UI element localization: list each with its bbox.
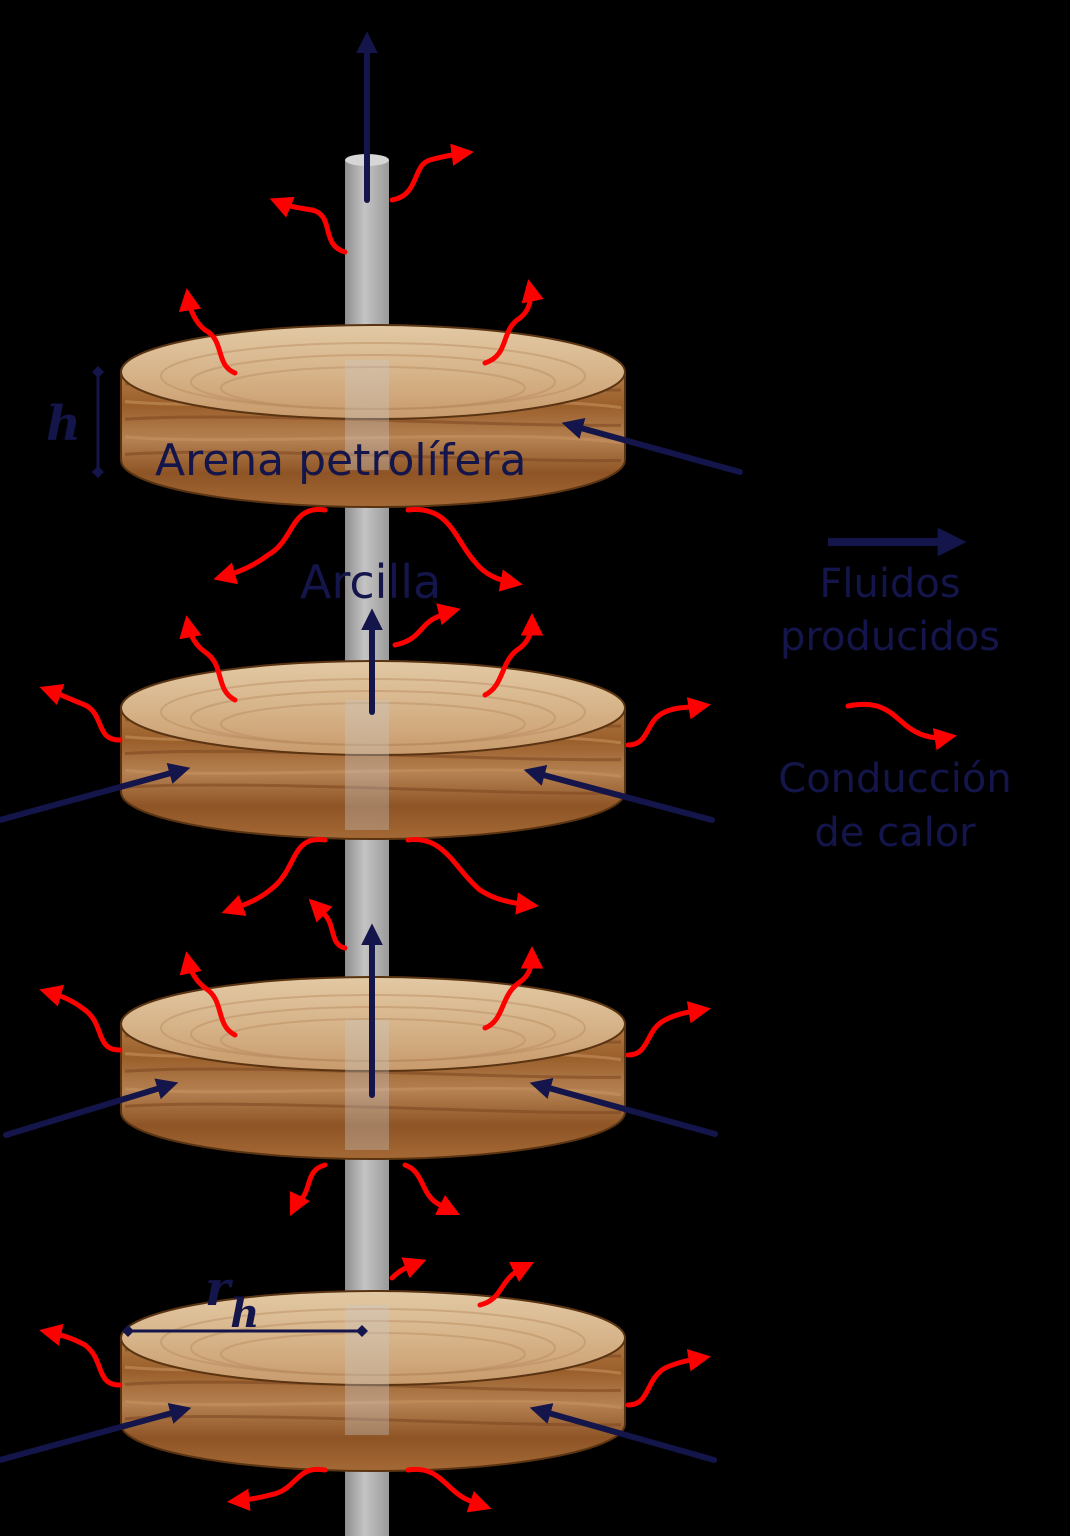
heat-arrow-25 [227, 1466, 328, 1511]
clay-label: Arcilla [300, 555, 441, 609]
heat-arrow-3 [178, 288, 238, 376]
legend-fluid-line2: producidos [780, 614, 1000, 660]
fluid-arrow-10 [529, 1403, 717, 1463]
heat-arrow-11 [625, 697, 711, 748]
heat-arrow-7 [392, 603, 461, 648]
heat-arrow-17 [39, 984, 123, 1053]
legend-fluid-line1: Fluidos [819, 561, 960, 607]
radius-symbol: rh [205, 1261, 259, 1337]
heat-arrow-26 [405, 1466, 492, 1513]
heat-arrow-18 [625, 1001, 711, 1058]
heat-arrow-1 [389, 143, 474, 203]
heat-arrow-4 [482, 279, 544, 366]
heat-conduction-arrows [39, 143, 711, 1513]
fluid-arrow-9 [0, 1402, 192, 1463]
fluid-arrow-4 [0, 763, 191, 823]
sand-layers [120, 324, 626, 1472]
heat-arrow-14 [308, 898, 348, 951]
fluid-flow-arrows [0, 31, 743, 1463]
fluid-arrow-5 [523, 764, 715, 823]
fluid-arrow-8 [529, 1078, 718, 1137]
heat-arrow-12 [221, 837, 328, 917]
radius-subscript: h [230, 1290, 259, 1337]
heat-arrow-22 [477, 1261, 535, 1308]
legend-heat-arrow [845, 702, 957, 751]
heat-arrow-23 [39, 1323, 123, 1388]
sand-layer-4 [120, 1290, 626, 1472]
heat-arrow-15 [179, 951, 238, 1038]
legend: Fluidos producidos Conducción de calor [778, 527, 1012, 856]
heat-arrow-2 [269, 196, 348, 255]
sand-label: Arena petrolífera [155, 435, 527, 486]
heat-arrow-9 [482, 613, 544, 698]
heat-arrow-16 [482, 946, 544, 1031]
heat-arrow-19 [289, 1162, 328, 1217]
heat-arrow-21 [389, 1257, 427, 1281]
heat-arrow-13 [405, 837, 539, 915]
heat-arrow-24 [625, 1349, 711, 1408]
heat-arrow-20 [402, 1162, 461, 1216]
heat-arrow-6 [405, 507, 523, 592]
fluid-arrow-7 [3, 1078, 179, 1138]
heat-arrow-10 [39, 683, 123, 743]
legend-heat-line2: de calor [814, 810, 976, 856]
fluid-arrow-2 [561, 418, 743, 475]
legend-heat-line1: Conducción [778, 756, 1011, 802]
sand-layer-3 [120, 976, 626, 1160]
heat-arrow-8 [179, 615, 238, 703]
heat-arrow-5 [213, 507, 328, 585]
height-symbol: h [46, 396, 81, 452]
